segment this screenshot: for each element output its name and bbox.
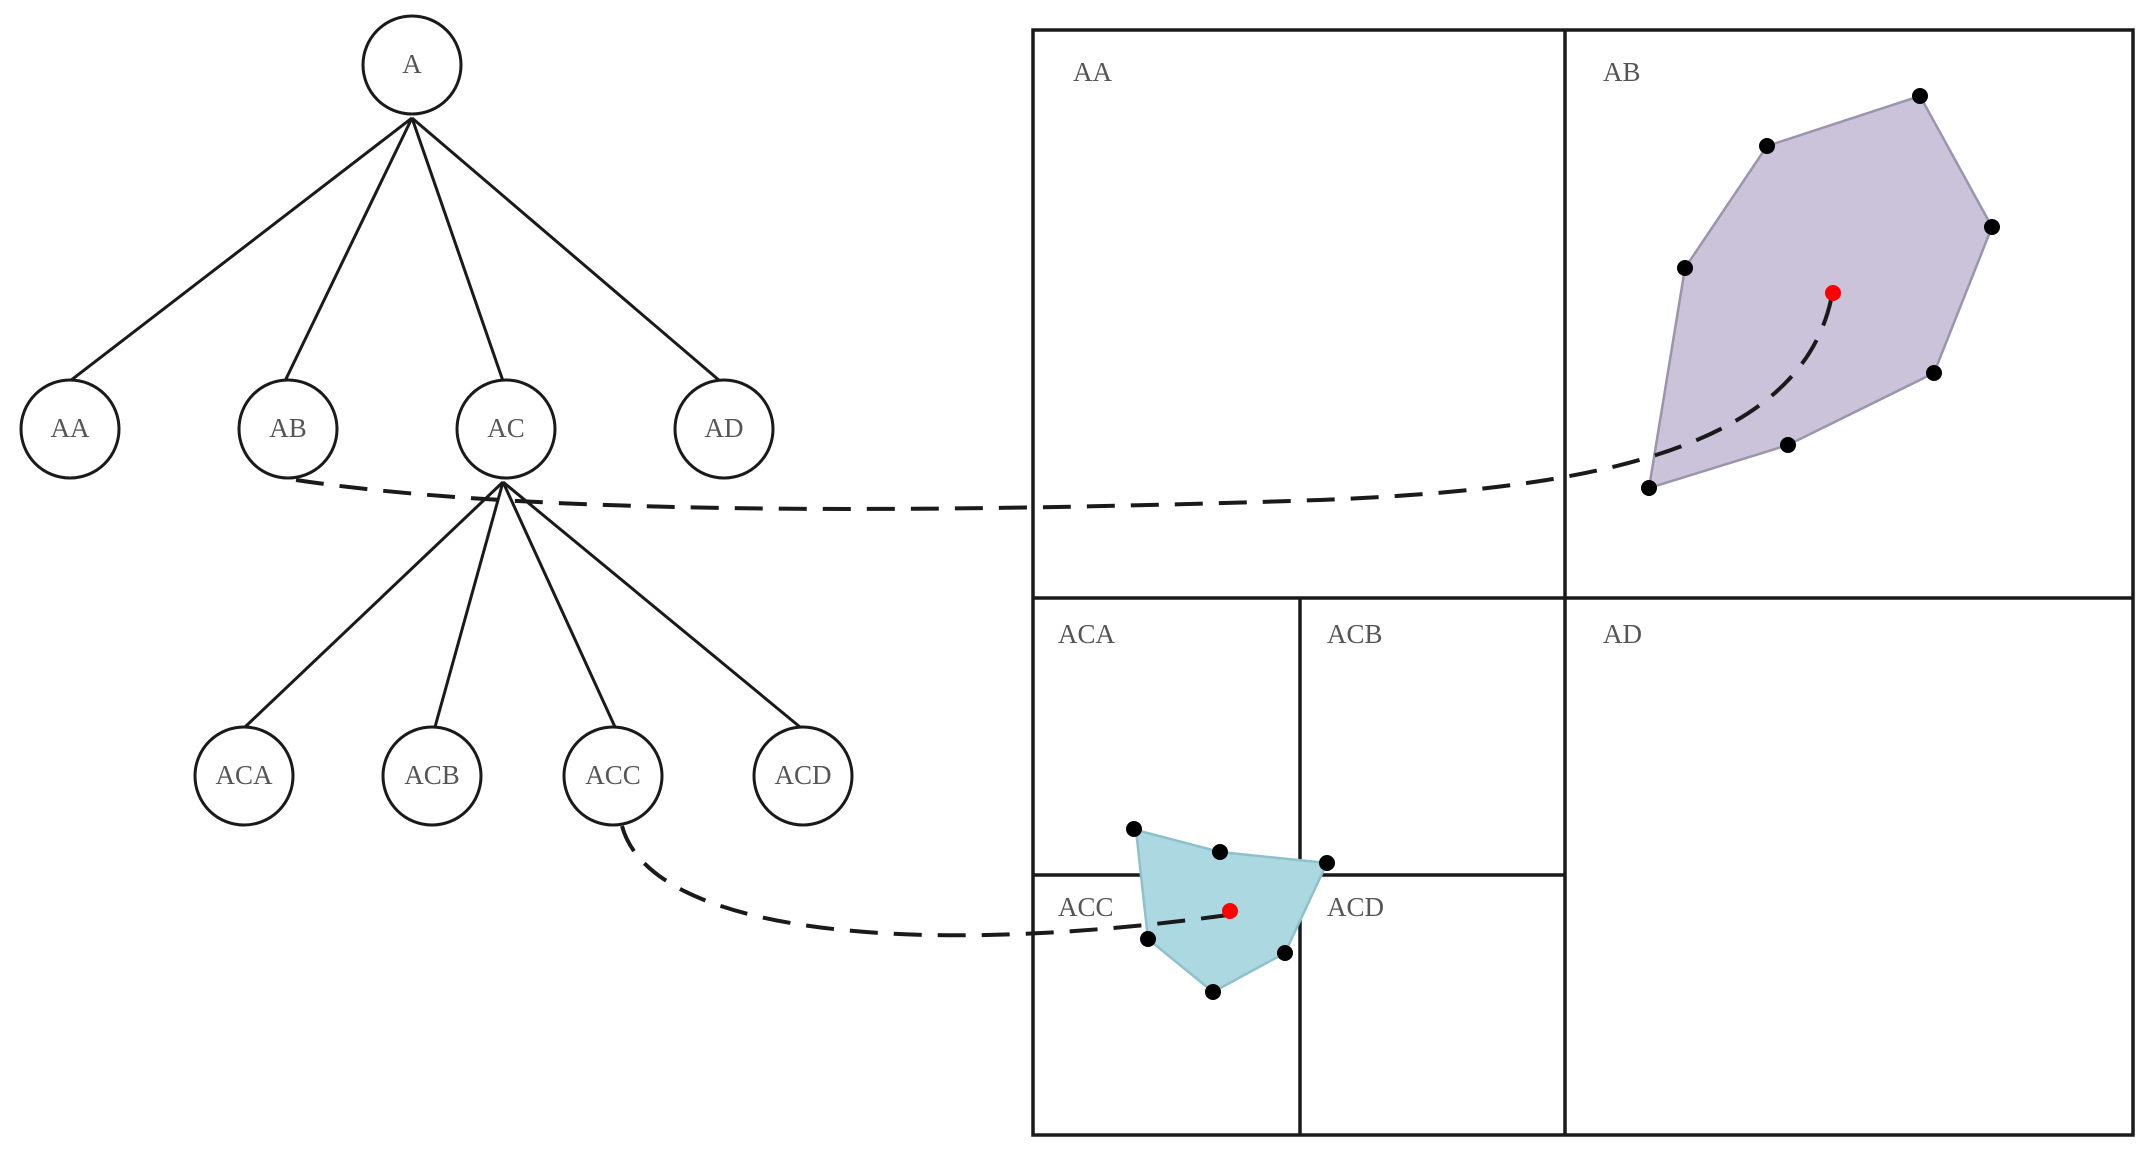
vertex-point bbox=[1780, 437, 1796, 453]
connector-ab bbox=[295, 294, 1834, 511]
tree-edge-ac-acc bbox=[501, 481, 617, 728]
tree-edge-ac-aca bbox=[243, 480, 505, 729]
tree-node-ad: AD bbox=[673, 378, 775, 480]
polygon-ab bbox=[1647, 94, 1994, 490]
vertex-point bbox=[1212, 844, 1228, 860]
vertex-point bbox=[1926, 365, 1942, 381]
tree-node-label: AA bbox=[51, 413, 90, 443]
tree-edge-a-aa bbox=[69, 116, 413, 383]
tree-node-label: AB bbox=[269, 413, 307, 443]
vertex-point bbox=[1641, 480, 1657, 496]
tree-node-aa: AA bbox=[19, 378, 121, 480]
tree-edge-a-ac bbox=[410, 117, 505, 382]
tree-node-label: AC bbox=[487, 413, 525, 443]
tree bbox=[69, 116, 801, 729]
tree-node-label: ACC bbox=[585, 760, 641, 790]
centroid-point-acc bbox=[1222, 903, 1238, 919]
quadtree-outer-border bbox=[1031, 28, 2135, 1137]
cell-label-acc: ACC bbox=[1058, 892, 1114, 922]
cell-label-aa: AA bbox=[1073, 57, 1112, 87]
polygon-ab-vertices bbox=[1641, 88, 2000, 496]
vertex-point bbox=[1912, 88, 1928, 104]
vertex-point bbox=[1277, 945, 1293, 961]
tree-node-label: A bbox=[402, 49, 422, 79]
polygon-acc-vertices bbox=[1126, 821, 1335, 1000]
cell-label-aca: ACA bbox=[1058, 619, 1116, 649]
vertex-point bbox=[1205, 984, 1221, 1000]
tree-node-acc: ACC bbox=[562, 725, 664, 827]
tree-node-acd: ACD bbox=[752, 725, 854, 827]
tree-node-acb: ACB bbox=[381, 725, 483, 827]
vertex-point bbox=[1677, 260, 1693, 276]
tree-edge-a-ad bbox=[411, 116, 721, 383]
tree-node-ac: AC bbox=[455, 378, 557, 480]
tree-edge-ac-acb bbox=[433, 481, 505, 728]
tree-nodes: A AA AB AC AD ACA ACB ACC bbox=[19, 14, 854, 827]
centroid-point-ab bbox=[1825, 285, 1841, 301]
quadtree-cell-labels: AA AB ACA ACB ACC ACD AD bbox=[1058, 57, 1642, 922]
vertex-point bbox=[1140, 931, 1156, 947]
tree-edge-ac-acd bbox=[502, 480, 801, 729]
tree-node-label: ACA bbox=[215, 760, 273, 790]
tree-node-ab: AB bbox=[237, 378, 339, 480]
vertex-point bbox=[1759, 138, 1775, 154]
cell-label-ad: AD bbox=[1603, 619, 1642, 649]
tree-node-aca: ACA bbox=[193, 725, 295, 827]
cell-label-ab: AB bbox=[1603, 57, 1641, 87]
vertex-point bbox=[1126, 821, 1142, 837]
connectors bbox=[295, 294, 1834, 938]
cell-label-acb: ACB bbox=[1327, 619, 1383, 649]
connector-acc bbox=[620, 825, 1229, 938]
tree-node-a: A bbox=[361, 14, 463, 116]
tree-edge-a-ab bbox=[283, 117, 414, 382]
tree-node-label: ACD bbox=[774, 760, 831, 790]
tree-node-label: AD bbox=[705, 413, 744, 443]
vertex-point bbox=[1984, 219, 2000, 235]
cell-label-acd: ACD bbox=[1327, 892, 1384, 922]
polygon-ab-shape bbox=[1647, 94, 1994, 490]
tree-node-label: ACB bbox=[404, 760, 460, 790]
vertex-point bbox=[1319, 855, 1335, 871]
